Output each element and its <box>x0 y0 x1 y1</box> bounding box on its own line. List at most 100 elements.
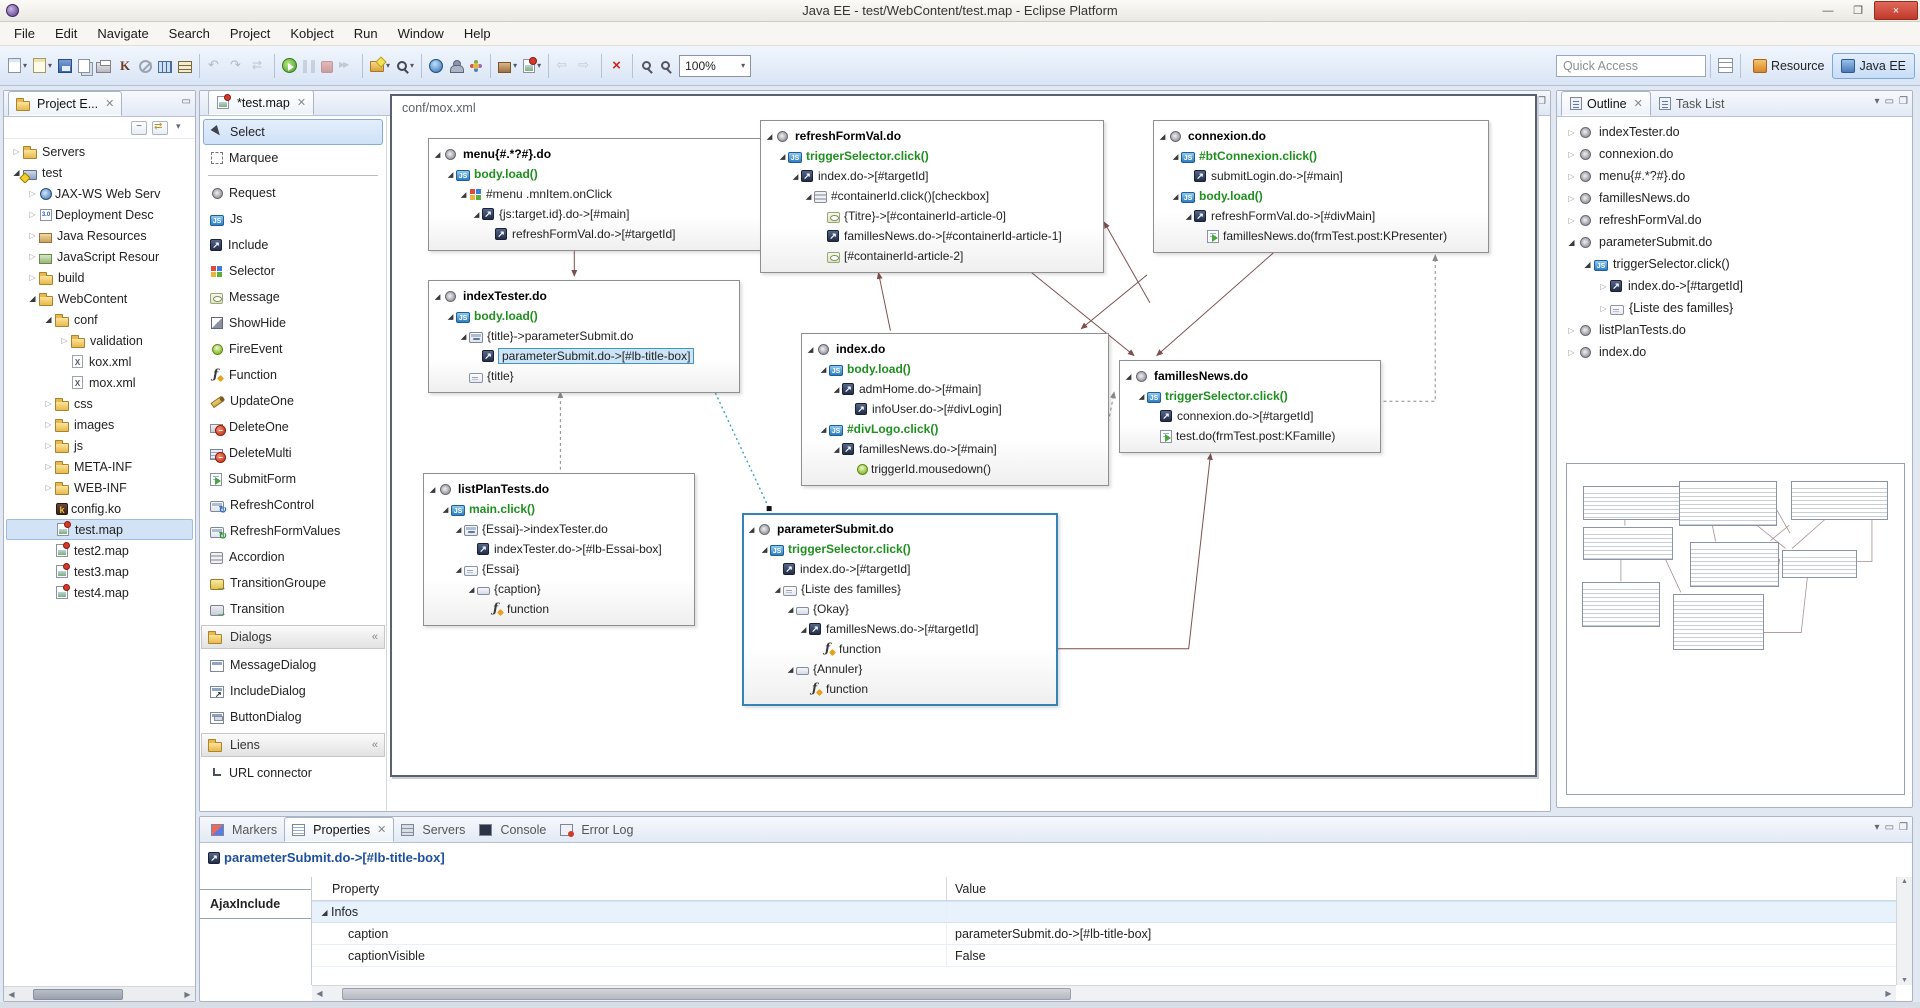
tab-console[interactable]: Console <box>472 817 553 842</box>
connection-link[interactable] <box>1054 452 1213 650</box>
outline-item-famillesnews-do[interactable]: ▷famillesNews.do <box>1561 187 1908 209</box>
node-row[interactable]: ◢connexion.do <box>1157 126 1482 146</box>
outline-thumbnail[interactable] <box>1566 463 1905 795</box>
collapsed-arrow-icon[interactable]: ▷ <box>1568 325 1575 335</box>
collapsed-arrow-icon[interactable]: ▷ <box>1600 281 1607 291</box>
connection-link[interactable] <box>876 271 891 331</box>
outline-item-refreshformval-do[interactable]: ▷refreshFormVal.do <box>1561 209 1908 231</box>
node-row[interactable]: submitLogin.do->[#main] <box>1157 166 1482 186</box>
node-row[interactable]: ◢{Annuler} <box>746 659 1051 679</box>
save-button[interactable] <box>55 53 75 79</box>
node-row[interactable]: function <box>746 679 1051 699</box>
expanded-arrow-icon[interactable]: ◢ <box>460 331 467 341</box>
properties-vertical-scrollbar[interactable]: ▲▼ <box>1896 877 1912 985</box>
node-row[interactable]: ◢triggerSelector.click() <box>1123 386 1374 406</box>
expanded-arrow-icon[interactable]: ◢ <box>787 604 794 614</box>
palette-tool-js[interactable]: Js <box>200 206 386 232</box>
minimize-view-icon[interactable]: ▭ <box>1884 822 1895 833</box>
node-row[interactable]: ◢body.load() <box>1157 186 1482 206</box>
expanded-arrow-icon[interactable]: ◢ <box>45 315 52 324</box>
node-row[interactable]: ◢#btConnexion.click() <box>1157 146 1482 166</box>
tab-properties[interactable]: Properties✕ <box>284 817 395 842</box>
node-row[interactable]: test.do(frmTest.post:KFamille) <box>1123 426 1374 446</box>
outline-item-menu-do[interactable]: ▷menu{#.*?#}.do <box>1561 165 1908 187</box>
node-connexion[interactable]: ◢connexion.do◢#btConnexion.click()submit… <box>1153 120 1489 253</box>
collapsed-arrow-icon[interactable]: ▷ <box>1568 127 1575 137</box>
menu-run[interactable]: Run <box>353 26 378 41</box>
zoom-out-button[interactable] <box>637 53 656 79</box>
node-row[interactable]: connexion.do->[#targetId] <box>1123 406 1374 426</box>
collapsed-arrow-icon[interactable]: ▷ <box>29 210 36 219</box>
expanded-arrow-icon[interactable]: ◢ <box>29 294 36 303</box>
palette-tool-messagedialog[interactable]: MessageDialog <box>200 652 386 678</box>
property-row-infos[interactable]: ◢Infos <box>312 901 1896 923</box>
node-row[interactable]: ◢{title}->parameterSubmit.do <box>432 326 733 346</box>
search-button[interactable]: ▾ <box>393 53 417 79</box>
expanded-arrow-icon[interactable]: ◢ <box>1185 211 1192 221</box>
node-row[interactable]: ◢parameterSubmit.do <box>746 519 1051 539</box>
scroll-right-icon[interactable]: ▶ <box>1885 989 1892 998</box>
expanded-arrow-icon[interactable]: ◢ <box>774 584 781 594</box>
collapsed-arrow-icon[interactable]: ▷ <box>61 336 68 345</box>
tree-item-webcontent[interactable]: ◢WebContent <box>6 288 193 309</box>
node-row[interactable]: ◢body.load() <box>805 359 1102 379</box>
tree-item-test-map[interactable]: test.map <box>6 519 193 540</box>
quick-access-input[interactable]: Quick Access <box>1555 54 1706 77</box>
expanded-arrow-icon[interactable]: ◢ <box>833 384 840 394</box>
collapsed-arrow-icon[interactable]: ▷ <box>29 189 36 198</box>
close-icon[interactable]: ✕ <box>105 98 115 110</box>
palette-tool-transitiongroupe[interactable]: TransitionGroupe <box>200 570 386 596</box>
expanded-arrow-icon[interactable]: ◢ <box>1568 237 1575 247</box>
outline-item-listplantests-do[interactable]: ▷listPlanTests.do <box>1561 319 1908 341</box>
expanded-arrow-icon[interactable]: ◢ <box>442 504 449 514</box>
view-menu-icon[interactable]: ▾ <box>1874 96 1880 107</box>
tree-item-java-resources[interactable]: ▷Java Resources <box>6 225 193 246</box>
tree-item-css[interactable]: ▷css <box>6 393 193 414</box>
palette-tool-includedialog[interactable]: IncludeDialog <box>200 678 386 704</box>
tab-project-explorer[interactable]: Project E... ✕ <box>8 91 123 116</box>
expanded-arrow-icon[interactable]: ◢ <box>447 169 454 179</box>
node-row[interactable]: parameterSubmit.do->[#lb-title-box] <box>432 346 733 366</box>
collapsed-arrow-icon[interactable]: ▷ <box>45 462 52 471</box>
node-row[interactable]: ◢refreshFormVal.do->[#divMain] <box>1157 206 1482 226</box>
minimize-view-icon[interactable]: ▭ <box>1884 96 1895 107</box>
node-row[interactable]: famillesNews.do->[#containerId-article-1… <box>764 226 1097 246</box>
new-button[interactable]: ▾ <box>5 53 30 79</box>
node-row[interactable]: index.do->[#targetId] <box>746 559 1051 579</box>
node-famillesNews[interactable]: ◢famillesNews.do◢triggerSelector.click()… <box>1119 360 1381 453</box>
node-row[interactable]: {Titre}->[#containerId-article-0] <box>764 206 1097 226</box>
tree-item-build[interactable]: ▷build <box>6 267 193 288</box>
node-row[interactable]: {title} <box>432 366 733 386</box>
tree-item-test4-map[interactable]: test4.map <box>6 582 193 603</box>
node-index[interactable]: ◢index.do◢body.load()◢admHome.do->[#main… <box>801 333 1109 486</box>
palette-tool-request[interactable]: Request <box>200 180 386 206</box>
connection-link[interactable] <box>695 352 770 509</box>
outline-item-parametersubmit-do[interactable]: ◢parameterSubmit.do <box>1561 231 1908 253</box>
node-row[interactable]: ◢{caption} <box>427 579 688 599</box>
connection-link[interactable] <box>1156 252 1274 357</box>
collapsed-arrow-icon[interactable]: ▷ <box>45 399 52 408</box>
collapsed-arrow-icon[interactable]: ▷ <box>13 147 20 156</box>
node-row[interactable]: refreshFormVal.do->[#targetId] <box>432 224 759 244</box>
collapse-all-button[interactable] <box>131 120 147 135</box>
menu-search[interactable]: Search <box>168 26 210 41</box>
palette-tool-accordion[interactable]: Accordion <box>200 544 386 570</box>
node-row[interactable]: ◢triggerSelector.click() <box>764 146 1097 166</box>
package-button[interactable]: ▾ <box>495 53 520 79</box>
close-button[interactable]: × <box>1874 1 1918 20</box>
palette-tool-selector[interactable]: Selector <box>200 258 386 284</box>
scroll-left-icon[interactable]: ◀ <box>8 989 15 999</box>
maximize-button[interactable]: ❐ <box>1853 5 1863 17</box>
tree-item-kox-xml[interactable]: kox.xml <box>6 351 193 372</box>
tree-item-mox-xml[interactable]: mox.xml <box>6 372 193 393</box>
tree-item-deployment-desc[interactable]: ▷Deployment Desc <box>6 204 193 225</box>
palette-tool-updateone[interactable]: UpdateOne <box>200 388 386 414</box>
tree-item-test[interactable]: ◢test <box>6 162 193 183</box>
node-row[interactable]: ◢main.click() <box>427 499 688 519</box>
tree-item-test3-map[interactable]: test3.map <box>6 561 193 582</box>
expanded-arrow-icon[interactable]: ◢ <box>468 584 475 594</box>
tab-test-map[interactable]: *test.map ✕ <box>208 90 315 115</box>
expanded-arrow-icon[interactable]: ◢ <box>13 168 20 177</box>
